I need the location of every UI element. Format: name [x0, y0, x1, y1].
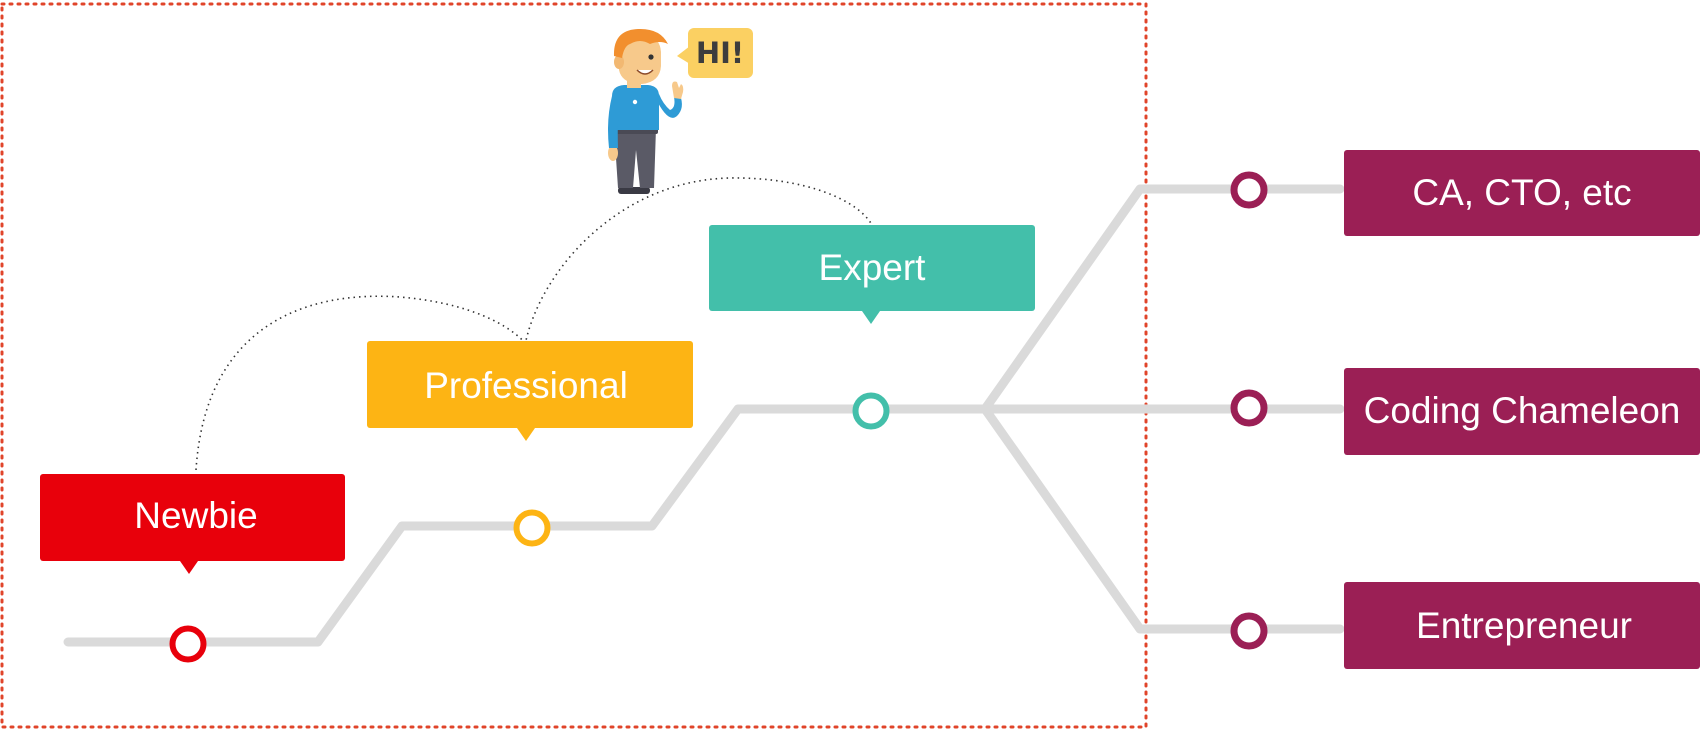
dotted-boundary-frame [0, 2, 1148, 729]
professional-box [367, 341, 693, 428]
chameleon-label: Coding Chameleon [1364, 390, 1681, 431]
newbie-label: Newbie [134, 495, 257, 536]
person-ear [614, 55, 624, 69]
career-track [63, 184, 1345, 647]
person-smile [636, 69, 654, 75]
expert-box [709, 225, 1035, 311]
newbie-milestone-marker [169, 625, 207, 663]
speech-bubble-tail [677, 46, 690, 64]
expert-callout: Expert [709, 225, 1035, 324]
person-collar-button [632, 99, 638, 105]
hi-speech-bubble: HI! [677, 28, 753, 78]
newbie-callout: Newbie [40, 474, 345, 574]
person-torso [612, 85, 659, 130]
waving-person-illustration [608, 28, 684, 194]
expert-pointer [862, 311, 880, 324]
chameleon-box [1344, 368, 1700, 455]
professional-pointer [517, 428, 535, 441]
person-waving-hand [672, 81, 684, 99]
speech-bubble-box [688, 28, 753, 78]
person-legs [614, 128, 656, 188]
jump-arc-professional-to-expert [524, 177, 873, 346]
newbie-pointer [180, 561, 198, 574]
person-right-arm [655, 94, 682, 118]
professional-label: Professional [424, 365, 628, 406]
track-branch-top [980, 184, 1345, 414]
expert-label: Expert [819, 247, 927, 288]
cto-box [1344, 150, 1700, 236]
person-eye [648, 54, 654, 60]
person-hair [613, 28, 668, 58]
person-left-hand [608, 145, 618, 161]
professional-milestone-marker [513, 509, 551, 547]
person-left-arm [608, 96, 620, 148]
expert-milestone-marker [852, 392, 890, 430]
outcome-entrepreneur: Entrepreneur [1344, 582, 1700, 669]
track-branch-bottom [980, 404, 1345, 634]
speech-bubble-text: HI! [696, 36, 744, 70]
professional-callout: Professional [367, 341, 693, 441]
person-feet [618, 187, 650, 194]
newbie-box [40, 474, 345, 561]
cto-milestone-marker [1230, 171, 1268, 209]
outcome-cto: CA, CTO, etc [1344, 150, 1700, 236]
entrepreneur-box [1344, 582, 1700, 669]
entrepreneur-label: Entrepreneur [1416, 605, 1632, 646]
chameleon-milestone-marker [1230, 389, 1268, 427]
outcome-coding-chameleon: Coding Chameleon [1344, 368, 1700, 455]
cto-label: CA, CTO, etc [1412, 172, 1631, 213]
entrepreneur-milestone-marker [1230, 612, 1268, 650]
